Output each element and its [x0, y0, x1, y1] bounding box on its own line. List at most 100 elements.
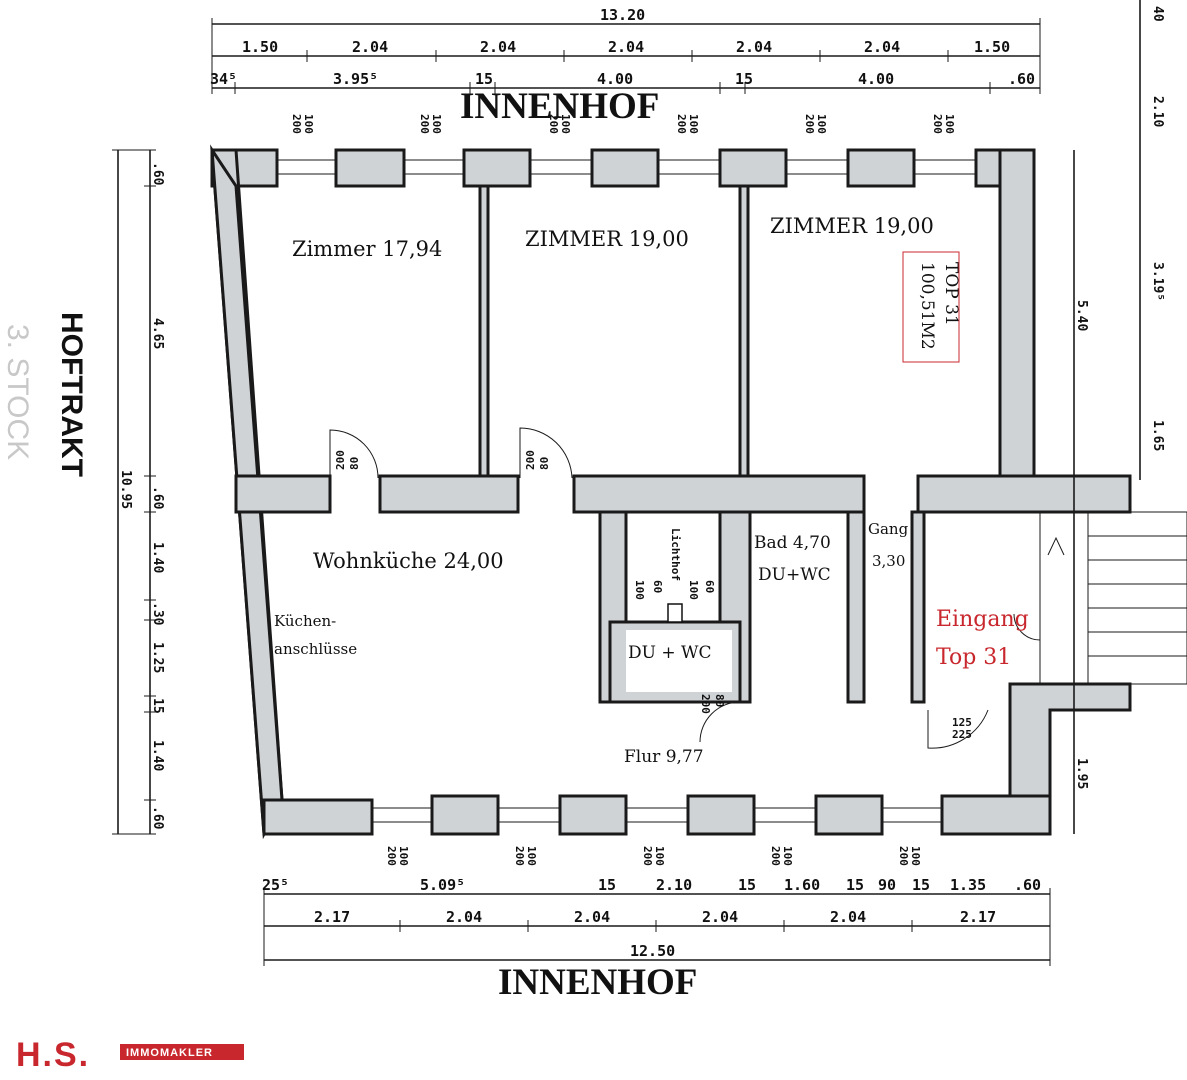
svg-text:125: 125 — [952, 716, 972, 729]
dim-top-b2: 3.95⁵ — [333, 70, 378, 88]
dim-top-3: 2.04 — [480, 38, 516, 56]
label-kuechen-1: Küchen- — [274, 612, 336, 630]
bottom-dimensions: 25⁵ 5.09⁵ 15 2.10 15 1.60 15 90 15 1.35 … — [262, 876, 1051, 966]
label-stock: 3. STOCK — [1, 324, 34, 460]
svg-text:200: 200 — [290, 114, 303, 134]
dim-bottom-total: 12.50 — [630, 942, 675, 960]
svg-text:200: 200 — [418, 114, 431, 134]
svg-text:200: 200 — [513, 846, 526, 866]
svg-text:200: 200 — [769, 846, 782, 866]
left-dimensions: 10.95 .60 4.65 .60 1.40 .30 1.25 15 1.40… — [112, 149, 165, 835]
dim-top-7: 1.50 — [974, 38, 1010, 56]
svg-text:15: 15 — [598, 876, 616, 894]
dim-top-b7: .60 — [1008, 70, 1035, 88]
svg-text:200: 200 — [524, 450, 537, 470]
svg-text:80: 80 — [538, 457, 551, 470]
dim-top-1: 1.50 — [242, 38, 278, 56]
svg-text:2.10: 2.10 — [1150, 96, 1165, 127]
svg-text:200: 200 — [699, 694, 712, 714]
svg-text:100: 100 — [559, 114, 572, 134]
svg-text:200: 200 — [334, 450, 347, 470]
label-kuechen-2: anschlüsse — [274, 640, 357, 658]
svg-text:2.17: 2.17 — [314, 908, 350, 926]
svg-text:1.40: 1.40 — [150, 740, 165, 771]
svg-text:200: 200 — [803, 114, 816, 134]
dim-top-b4: 4.00 — [597, 70, 633, 88]
svg-text:2.04: 2.04 — [830, 908, 866, 926]
svg-text:15: 15 — [150, 698, 165, 714]
svg-text:25⁵: 25⁵ — [262, 876, 289, 894]
dim-top-5: 2.04 — [736, 38, 772, 56]
svg-text:2.17: 2.17 — [960, 908, 996, 926]
svg-text:15: 15 — [846, 876, 864, 894]
dim-top-6: 2.04 — [864, 38, 900, 56]
svg-text:3.19⁵: 3.19⁵ — [1150, 262, 1165, 301]
logo-sub: IMMOMAKLER — [126, 1047, 213, 1059]
svg-text:.30: .30 — [150, 602, 165, 626]
svg-text:1.40: 1.40 — [150, 542, 165, 573]
dim-top-b1: 34⁵ — [210, 70, 237, 88]
svg-text:100: 100 — [525, 846, 538, 866]
svg-text:2.04: 2.04 — [446, 908, 482, 926]
svg-text:15: 15 — [738, 876, 756, 894]
svg-text:5.09⁵: 5.09⁵ — [420, 876, 465, 894]
label-lichthof: Lichthof — [669, 528, 682, 581]
logo-brand: H.S. — [16, 1036, 90, 1074]
svg-text:80: 80 — [348, 457, 361, 470]
room-bad: Bad 4,70 — [754, 533, 831, 553]
svg-text:80: 80 — [713, 694, 726, 707]
svg-text:225: 225 — [952, 728, 972, 741]
lichthof-dims: 100 60 100 60 — [633, 580, 716, 623]
svg-text:1.25: 1.25 — [150, 642, 165, 673]
svg-text:100: 100 — [687, 580, 700, 600]
room-zimmer-1: Zimmer 17,94 — [292, 237, 442, 261]
svg-text:100: 100 — [815, 114, 828, 134]
label-innenhof-bottom: INNENHOF — [498, 962, 697, 1003]
svg-text:1.65: 1.65 — [1150, 420, 1165, 451]
svg-text:4.65: 4.65 — [150, 318, 165, 349]
svg-text:TOP 31: TOP 31 — [941, 262, 961, 326]
svg-text:1.95: 1.95 — [1074, 758, 1089, 789]
room-bad-duwc: DU+WC — [758, 565, 831, 585]
label-eingang: Eingang — [936, 607, 1029, 632]
svg-text:100: 100 — [430, 114, 443, 134]
top-dimensions: 13.20 1.50 2.04 2.04 2.04 2.04 2.04 1.50… — [210, 6, 1041, 94]
svg-text:2.04: 2.04 — [574, 908, 610, 926]
svg-text:100: 100 — [687, 114, 700, 134]
svg-text:1.60: 1.60 — [784, 876, 820, 894]
svg-text:15: 15 — [912, 876, 930, 894]
dim-top-b6: 4.00 — [858, 70, 894, 88]
staircase — [1039, 511, 1187, 685]
room-wohnkueche: Wohnküche 24,00 — [313, 549, 504, 573]
room-zimmer-2: ZIMMER 19,00 — [525, 227, 689, 251]
svg-text:100,51M2: 100,51M2 — [917, 262, 937, 350]
svg-text:.60: .60 — [1014, 876, 1041, 894]
svg-text:.60: .60 — [150, 162, 165, 186]
svg-text:60: 60 — [651, 580, 664, 593]
svg-text:100: 100 — [302, 114, 315, 134]
room-gang: Gang — [868, 520, 909, 538]
svg-text:40: 40 — [1150, 6, 1165, 22]
svg-text:200: 200 — [641, 846, 654, 866]
company-logo: H.S. IMMOMAKLER — [16, 1036, 244, 1074]
svg-text:200: 200 — [897, 846, 910, 866]
svg-text:5.40: 5.40 — [1074, 300, 1089, 331]
dim-top-2: 2.04 — [352, 38, 388, 56]
svg-text:100: 100 — [633, 580, 646, 600]
svg-text:60: 60 — [703, 580, 716, 593]
svg-text:200: 200 — [675, 114, 688, 134]
dim-top-b3: 15 — [475, 70, 493, 88]
svg-text:2.10: 2.10 — [656, 876, 692, 894]
svg-text:100: 100 — [397, 846, 410, 866]
svg-text:2.04: 2.04 — [702, 908, 738, 926]
dim-left-total: 10.95 — [118, 470, 133, 509]
room-flur: Flur 9,77 — [624, 747, 704, 767]
room-zimmer-3: ZIMMER 19,00 — [770, 214, 934, 238]
dim-top-4: 2.04 — [608, 38, 644, 56]
svg-text:100: 100 — [909, 846, 922, 866]
svg-text:90: 90 — [878, 876, 896, 894]
